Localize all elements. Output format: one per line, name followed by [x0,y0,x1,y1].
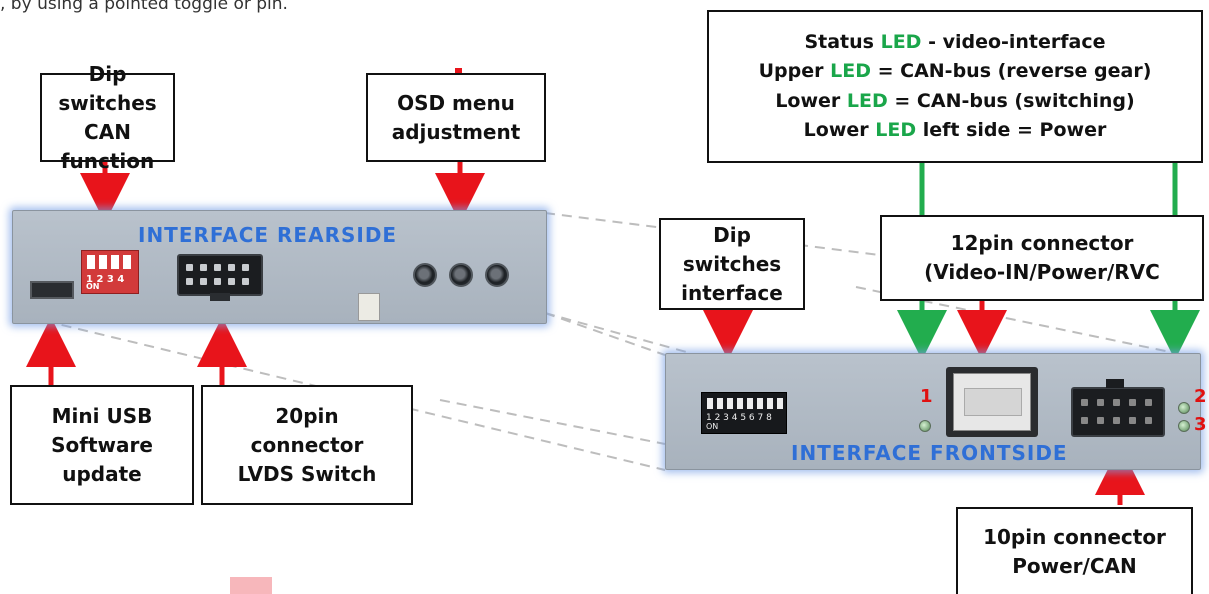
led-1 [919,420,931,432]
red-arrows [26,162,1145,505]
green-lines [897,163,1200,360]
front-connector-clip [1106,379,1124,388]
status-line-1: Status LED - video-interface [804,30,1106,53]
led-3 [1178,420,1190,432]
led-number-3: 3 [1194,414,1207,435]
label-status-led: Status LED - video-interface Upper LED =… [707,10,1203,163]
dash-line-4 [544,312,666,356]
led-number-2: 2 [1194,386,1207,407]
front-interface-panel: INTERFACE FRONTSIDE 1 2 3 4 5 6 7 8 ON 1 [665,353,1201,470]
front-12pin-connector [946,367,1038,437]
rear-dip-switch-block: 1 2 3 4 ON [81,250,139,294]
osd-button-2 [449,263,473,287]
front-10pin-connector [1071,387,1165,437]
front-dip-switch-block: 1 2 3 4 5 6 7 8 ON [701,392,787,434]
osd-button-1 [413,263,437,287]
rear-interface-panel: INTERFACE REARSIDE 1 2 3 4 ON [12,210,547,324]
rear-20pin-connector [177,254,263,296]
dash-line-3 [11,312,666,471]
red-mark-top [455,68,462,76]
dash-line-6 [439,399,666,445]
dash-line-2 [544,312,691,354]
led-number-1: 1 [920,386,933,407]
led-2 [1178,402,1190,414]
label-12pin: 12pin connector(Video-IN/Power/RVC [880,215,1204,301]
rear-connector-clip [210,293,230,301]
top-text-fragment: , by using a pointed toggle or pin. [0,0,288,14]
front-interface-title: INTERFACE FRONTSIDE [791,441,1068,465]
rear-serial-sticker [358,293,380,321]
status-line-2: Upper LED = CAN-bus (reverse gear) [758,60,1152,83]
status-line-3: Lower LED = CAN-bus (switching) [775,89,1135,112]
status-line-4: Lower LED left side = Power [803,118,1107,141]
osd-button-3 [485,263,509,287]
rear-interface-title: INTERFACE REARSIDE [138,223,398,247]
mini-usb-port [30,281,74,299]
red-mark-bottom [230,577,272,594]
